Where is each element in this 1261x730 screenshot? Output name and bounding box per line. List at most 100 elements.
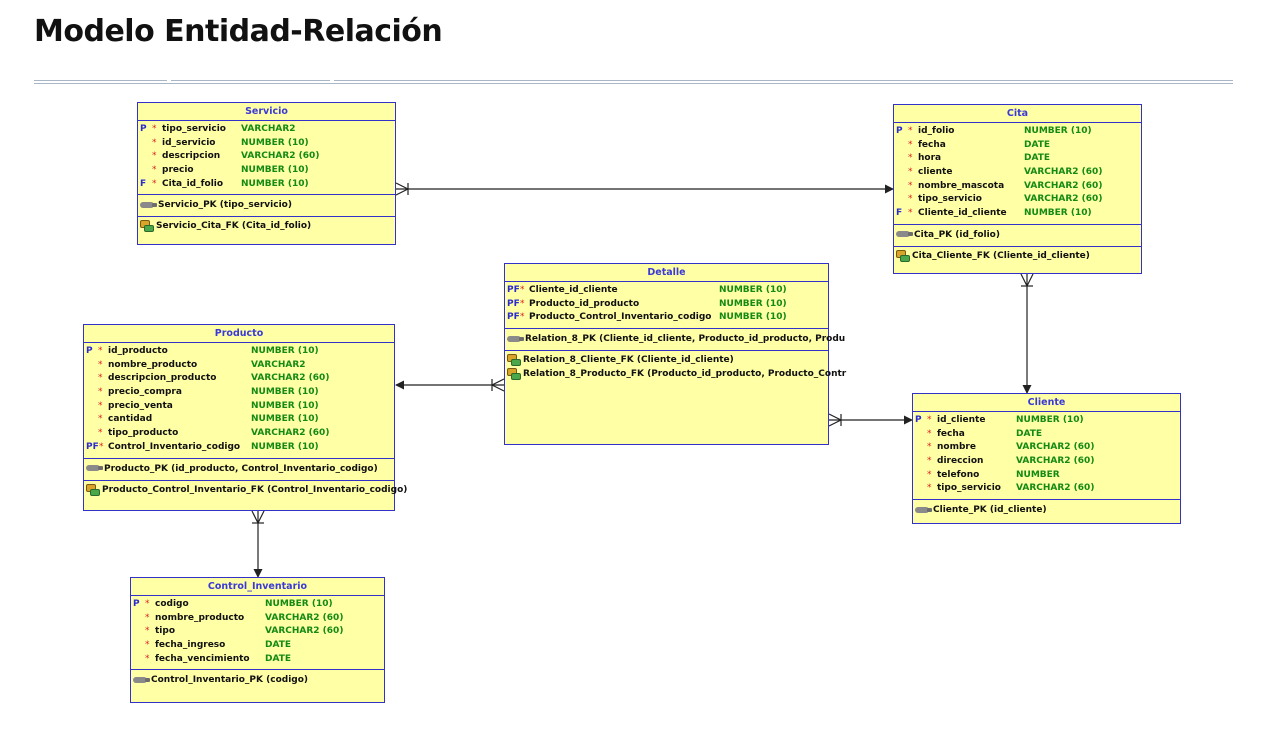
page-title: Modelo Entidad-Relación xyxy=(34,14,443,49)
foreign-key-row[interactable]: Servicio_Cita_FK (Cita_id_folio) xyxy=(138,219,395,233)
key-marker: P xyxy=(133,599,140,609)
attribute-name: fecha_ingreso xyxy=(155,640,226,651)
foreign-key-row[interactable]: Cita_Cliente_FK (Cliente_id_cliente) xyxy=(894,249,1141,263)
attribute-row[interactable]: * nombre_producto VARCHAR2 xyxy=(84,359,394,373)
attribute-name: nombre_producto xyxy=(108,359,198,370)
crowfoot-detalle-left xyxy=(491,384,505,392)
primary-key-row[interactable]: Servicio_PK (tipo_servicio) xyxy=(138,197,395,213)
crowfoot-detalle-left xyxy=(491,378,505,386)
primary-key-row[interactable]: Producto_PK (id_producto, Control_Invent… xyxy=(84,461,394,477)
key-marker: F xyxy=(896,208,903,219)
fk-relation-icon xyxy=(507,368,521,381)
attribute-name: fecha_vencimiento xyxy=(155,653,250,664)
attribute-type: NUMBER (10) xyxy=(1024,126,1092,136)
primary-key-row[interactable]: Cita_PK (id_folio) xyxy=(894,227,1141,243)
crowfoot-cita xyxy=(1020,273,1028,287)
attribute-name: tipo_servicio xyxy=(918,194,982,205)
entity-title: Producto xyxy=(84,325,394,343)
attribute-row[interactable]: * tipo VARCHAR2 (60) xyxy=(131,625,384,639)
attribute-name: codigo xyxy=(155,599,189,609)
attribute-type: DATE xyxy=(1024,139,1051,150)
primary-key-row[interactable]: Control_Inventario_PK (codigo) xyxy=(131,672,384,688)
foreign-key-label: Cita_Cliente_FK (Cliente_id_cliente) xyxy=(912,250,1090,261)
attribute-type: VARCHAR2 (60) xyxy=(265,626,344,637)
attribute-name: cliente xyxy=(918,167,953,178)
foreign-key-label: Relation_8_Cliente_FK (Cliente_id_client… xyxy=(523,355,734,366)
mandatory-marker: * xyxy=(152,151,157,162)
attribute-name: precio_venta xyxy=(108,400,173,411)
mandatory-marker: * xyxy=(98,346,103,356)
mandatory-marker: * xyxy=(98,373,103,384)
attribute-name: tipo xyxy=(155,626,176,637)
attribute-name: id_folio xyxy=(918,126,955,136)
pk-key-icon xyxy=(133,676,150,683)
attribute-name: Cliente_id_cliente xyxy=(918,208,1007,219)
attribute-name: tipo_producto xyxy=(108,428,179,439)
mandatory-marker: * xyxy=(98,359,103,370)
primary-key-row[interactable]: Cliente_PK (id_cliente) xyxy=(913,502,1180,518)
attribute-type: NUMBER (10) xyxy=(241,178,309,189)
mandatory-marker: * xyxy=(145,653,150,664)
fk-relation-icon xyxy=(507,354,521,367)
foreign-key-row[interactable]: Producto_Control_Inventario_FK (Control_… xyxy=(84,483,407,497)
foreign-key-row[interactable]: Relation_8_Producto_FK (Producto_id_prod… xyxy=(505,367,846,381)
mandatory-marker: * xyxy=(145,626,150,637)
attribute-type: NUMBER (10) xyxy=(251,414,319,425)
primary-key-label: Cita_PK (id_folio) xyxy=(914,229,1000,240)
key-marker: P xyxy=(140,124,147,134)
primary-key-row[interactable]: Relation_8_PK (Cliente_id_cliente, Produ… xyxy=(505,331,845,347)
mandatory-marker: * xyxy=(98,387,103,398)
foreign-key-list: Relation_8_Cliente_FK (Cliente_id_client… xyxy=(505,351,846,384)
key-marker: P xyxy=(86,346,93,356)
mandatory-marker: * xyxy=(520,312,525,323)
primary-key-list: Control_Inventario_PK (codigo) xyxy=(131,670,384,691)
key-marker: P xyxy=(896,126,903,136)
attribute-name: hora xyxy=(918,153,942,164)
attribute-type: VARCHAR2 (60) xyxy=(241,151,320,162)
foreign-key-row[interactable]: Relation_8_Cliente_FK (Cliente_id_client… xyxy=(505,353,828,367)
attribute-type: VARCHAR2 xyxy=(251,359,306,370)
primary-key-list: Servicio_PK (tipo_servicio) xyxy=(138,195,395,218)
